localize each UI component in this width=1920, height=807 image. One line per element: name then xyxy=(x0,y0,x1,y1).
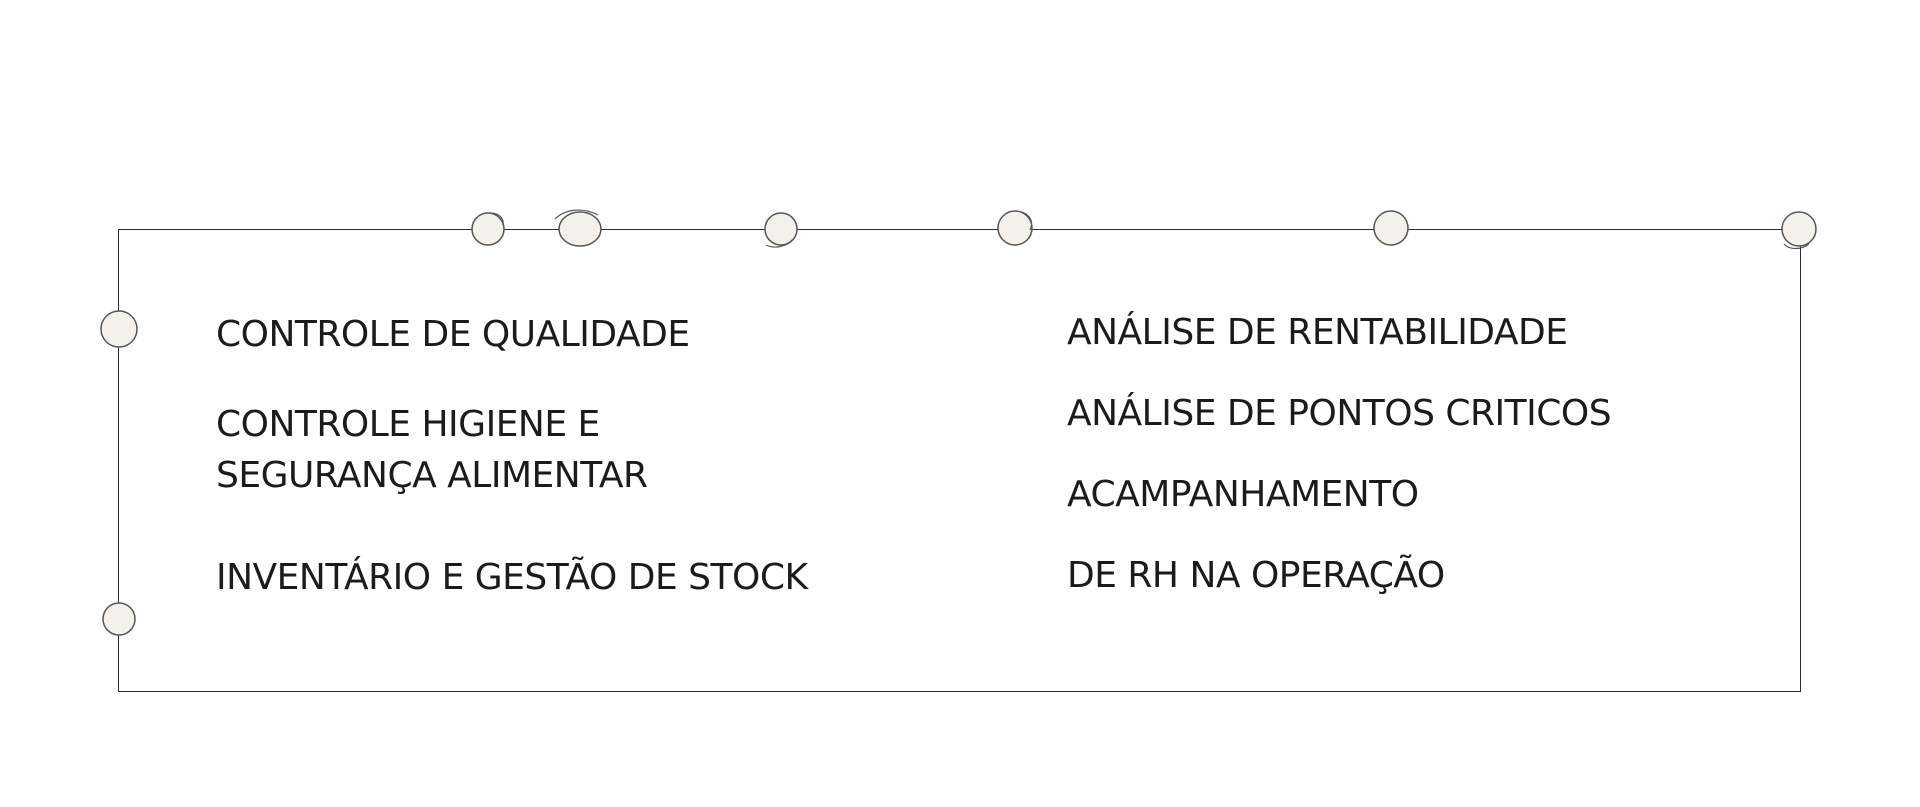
circle-pin-icon xyxy=(1781,211,1817,250)
circle-pin-icon xyxy=(1373,210,1409,246)
list-item-controle-higiene-line2: SEGURANÇA ALIMENTAR xyxy=(216,455,648,496)
circle-pin-icon xyxy=(997,210,1033,246)
circle-pin-icon xyxy=(471,212,505,246)
list-item-controle-qualidade: CONTROLE DE QUALIDADE xyxy=(216,314,690,355)
list-item-inventario-stock: INVENTÁRIO E GESTÃO DE STOCK xyxy=(216,557,808,598)
list-item-analise-rentabilidade: ANÁLISE DE RENTABILIDADE xyxy=(1067,312,1568,353)
list-item-controle-higiene-line1: CONTROLE HIGIENE E xyxy=(216,404,600,445)
circle-pin-icon xyxy=(100,310,138,348)
list-item-acampanhamento: ACAMPANHAMENTO xyxy=(1067,474,1419,515)
list-item-rh-operacao: DE RH NA OPERAÇÃO xyxy=(1067,555,1445,596)
list-item-analise-pontos-criticos: ANÁLISE DE PONTOS CRITICOS xyxy=(1067,393,1612,434)
content-frame xyxy=(118,229,1801,692)
circle-pin-icon xyxy=(764,212,798,248)
circle-pin-icon xyxy=(554,209,602,247)
circle-pin-icon xyxy=(102,602,136,636)
